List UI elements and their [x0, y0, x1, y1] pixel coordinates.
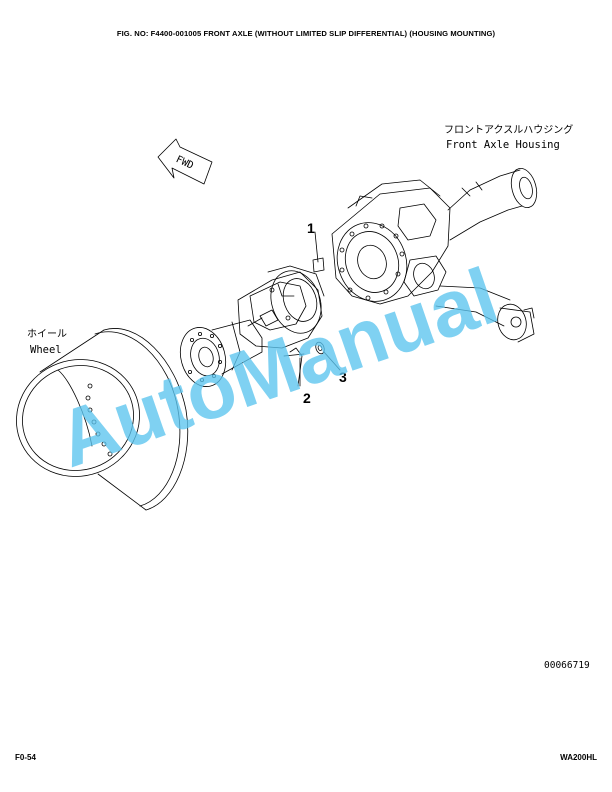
left-hub-flange — [179, 319, 263, 387]
wheel-label-en: Wheel — [30, 344, 62, 356]
right-axle-tube — [435, 168, 538, 343]
drawing-number: 00066719 — [544, 660, 590, 671]
callout-leaders — [283, 231, 341, 387]
housing-label-en: Front Axle Housing — [446, 139, 560, 151]
page-number: F0-54 — [15, 753, 36, 762]
fwd-label: FWD — [174, 154, 195, 172]
differential-housing — [331, 179, 451, 305]
callout-2: 2 — [303, 390, 311, 406]
wheel-drawing — [16, 328, 189, 511]
left-axle-housing — [237, 265, 325, 349]
callout-1: 1 — [307, 220, 315, 236]
wheel-label-jp: ホイール — [27, 328, 67, 340]
callout-3: 3 — [339, 369, 347, 385]
watermark-text: AutoManual — [47, 251, 509, 484]
model-number: WA200HL — [560, 753, 597, 762]
housing-label-jp: フロントアクスルハウジング — [444, 123, 573, 136]
figure-title: FIG. NO: F4400-001005 FRONT AXLE (WITHOU… — [116, 29, 496, 38]
fwd-arrow-icon — [157, 138, 213, 185]
